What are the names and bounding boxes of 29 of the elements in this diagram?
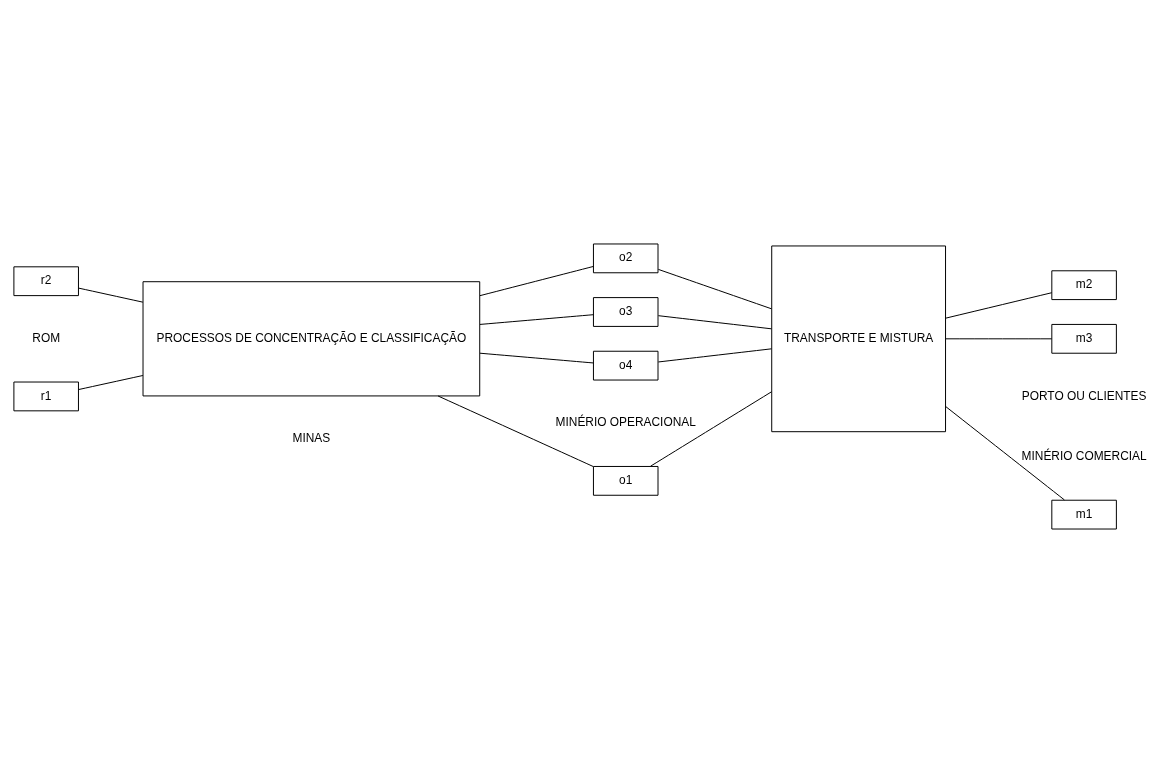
node-box: o4 <box>592 350 659 381</box>
connector <box>78 374 144 390</box>
connector <box>650 390 772 467</box>
node-box: r1 <box>13 381 79 411</box>
connector <box>945 405 1065 500</box>
label: MINÉRIO COMERCIAL <box>1021 448 1147 463</box>
node-box: o3 <box>592 296 659 327</box>
connector <box>437 395 594 467</box>
node-box: r2 <box>13 265 79 296</box>
label: PORTO OU CLIENTES <box>1021 388 1147 403</box>
connector <box>657 347 772 362</box>
connector <box>945 337 1053 339</box>
label: ROM <box>32 330 61 345</box>
node-box: PROCESSOS DE CONCENTRAÇÃO E CLASSIFICAÇÃO <box>142 280 481 396</box>
connector <box>78 287 144 303</box>
connector <box>657 268 772 309</box>
connector <box>479 313 594 325</box>
node-box: m2 <box>1051 269 1117 300</box>
node-box: o1 <box>592 465 659 496</box>
node-box: m1 <box>1051 499 1117 530</box>
connector <box>479 352 594 363</box>
label: MINÉRIO OPERACIONAL <box>555 414 696 429</box>
node-box: m3 <box>1051 323 1117 354</box>
node-box: TRANSPORTE E MISTURA <box>771 244 947 432</box>
node-box: o2 <box>592 242 659 273</box>
label: MINAS <box>292 430 331 445</box>
connector <box>657 314 772 329</box>
connector <box>479 265 594 296</box>
connector <box>945 291 1053 319</box>
